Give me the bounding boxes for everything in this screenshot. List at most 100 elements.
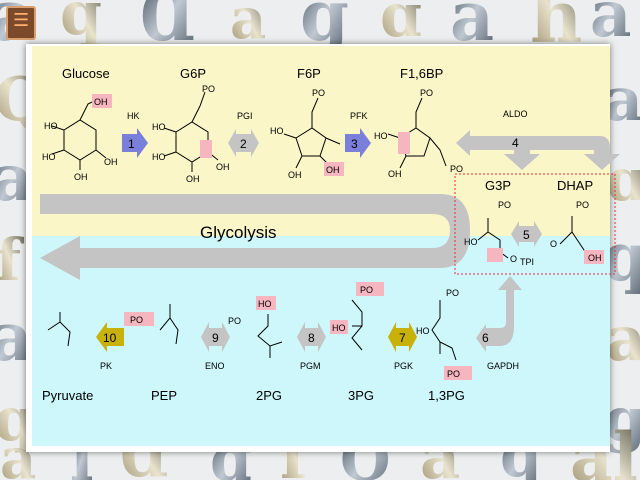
- enzyme-eno: ENO: [205, 361, 225, 371]
- step-number-9: 9: [212, 331, 219, 345]
- glucose-ho-2: HO: [42, 152, 56, 162]
- dhap-oh-highlight: [584, 250, 604, 264]
- enzyme-pk: PK: [100, 361, 112, 371]
- 3pg-po3: PO: [360, 285, 373, 295]
- step-number-3: 3: [351, 137, 358, 151]
- metabolite-g3p: G3P: [485, 178, 511, 193]
- g3p-o: O: [510, 254, 517, 264]
- svg-text:a: a: [606, 302, 640, 375]
- pep-po3: PO: [130, 315, 143, 325]
- enzyme-pfk: PFK: [350, 111, 368, 121]
- dhap-po3: PO: [576, 200, 589, 210]
- step-number-7: 7: [399, 331, 406, 345]
- svg-text:a: a: [590, 0, 631, 52]
- step-arrow-7: [388, 322, 417, 352]
- g6p-oh-1: OH: [186, 174, 200, 184]
- step-arrow-2: [228, 129, 259, 157]
- 13bpg-po3-highlight: [444, 366, 472, 380]
- structure-f6p: [283, 97, 341, 169]
- step-arrow-3: [345, 128, 371, 158]
- f6p-oh-highlight: [324, 162, 344, 176]
- f16bp-po3-top: PO: [420, 88, 433, 98]
- step-number-6: 6: [482, 331, 489, 345]
- g6p-ho-2: HO: [152, 152, 166, 162]
- presentation-notes-icon[interactable]: ☰: [6, 6, 36, 40]
- f16bp-highlight: [398, 132, 410, 154]
- 2pg-oh-highlight: [256, 296, 276, 310]
- structure-2pg: [257, 314, 283, 358]
- enzyme-tpi: TPI: [520, 257, 534, 267]
- 13bpg-po3-bottom: PO: [447, 369, 460, 379]
- enzyme-pgi: PGI: [237, 111, 253, 121]
- metabolite-pyruvate: Pyruvate: [42, 388, 93, 403]
- f6p-oh-2: OH: [326, 165, 340, 175]
- f16bp-po3-bottom: PO: [450, 164, 463, 174]
- g6p-po3: PO: [202, 84, 215, 94]
- metabolite-pep: PEP: [151, 388, 177, 403]
- metabolite-g6p: G6P: [180, 66, 206, 81]
- 3pg-ho: HO: [332, 323, 346, 333]
- svg-text:ɑ: ɑ: [380, 0, 422, 51]
- structure-pyruvate: [47, 312, 71, 347]
- g6p-highlight: [200, 140, 212, 158]
- 2pg-ho: HO: [258, 299, 272, 309]
- metabolite-f6p: F6P: [297, 66, 321, 81]
- g6p-oh-2: OH: [216, 162, 230, 172]
- step-arrow-4: [456, 130, 620, 170]
- pep-po3-highlight: [124, 312, 154, 326]
- svg-text:f: f: [0, 226, 25, 294]
- enzyme-pgm: PGM: [300, 361, 321, 371]
- step-number-8: 8: [308, 331, 315, 345]
- f6p-po3: PO: [312, 88, 325, 98]
- g6p-ho-1: HO: [152, 122, 166, 132]
- structure-13bpg: [431, 300, 457, 361]
- step-arrow-10: [96, 322, 124, 352]
- step-arrow-8: [297, 322, 326, 352]
- g3p-po3: PO: [498, 200, 511, 210]
- step-arrow-6: [476, 276, 522, 352]
- metabolite-2pg: 2PG: [256, 388, 282, 403]
- f16bp-oh: OH: [388, 169, 402, 179]
- glucose-oh-2: OH: [74, 172, 88, 182]
- glucose-oh-highlight: [92, 94, 112, 108]
- step-number-4: 4: [512, 136, 519, 150]
- center-label: Glycolysis: [200, 223, 277, 242]
- glycolysis-u-turn-arrow: [40, 194, 470, 280]
- 2pg-po3: PO: [228, 316, 241, 326]
- 3pg-po3-highlight: [356, 282, 384, 296]
- triose-phosphate-box: [454, 173, 616, 275]
- structure-glucose: [51, 101, 107, 170]
- enzyme-hk: HK: [127, 111, 140, 121]
- step-number-2: 2: [240, 137, 247, 151]
- svg-text:a: a: [230, 0, 266, 52]
- glucose-oh-label: OH: [94, 97, 108, 107]
- enzyme-pgk: PGK: [394, 361, 413, 371]
- step-number-1: 1: [128, 137, 135, 151]
- structure-3pg: [351, 299, 363, 351]
- 3pg-ho-highlight: [330, 320, 348, 334]
- metabolite-glucose: Glucose: [62, 66, 110, 81]
- 13bpg-ho: HO: [416, 326, 430, 336]
- f6p-oh-1: OH: [288, 170, 302, 180]
- glucose-ho-1: HO: [44, 121, 58, 131]
- step-arrow-9: [201, 322, 230, 352]
- f16bp-ho: HO: [374, 131, 388, 141]
- step-number-10: 10: [103, 331, 117, 345]
- svg-text:q: q: [60, 0, 102, 49]
- metabolite-3pg: 3PG: [348, 388, 374, 403]
- step-number-5: 5: [523, 228, 530, 242]
- step-arrow-1: [122, 128, 148, 158]
- metabolite-13bpg: 1,3PG: [428, 388, 465, 403]
- enzyme-gapdh: GAPDH: [487, 361, 519, 371]
- 13bpg-po3-top: PO: [446, 288, 459, 298]
- dhap-oh: OH: [588, 253, 602, 263]
- structure-pep: [159, 304, 179, 345]
- metabolite-f16bp: F1,6BP: [400, 66, 443, 81]
- glucose-oh-3: OH: [104, 157, 118, 167]
- metabolite-dhap: DHAP: [557, 178, 593, 193]
- enzyme-aldo: ALDO: [503, 109, 528, 119]
- g3p-ho: HO: [464, 237, 478, 247]
- g3p-highlight: [487, 248, 503, 262]
- dhap-o: O: [550, 239, 557, 249]
